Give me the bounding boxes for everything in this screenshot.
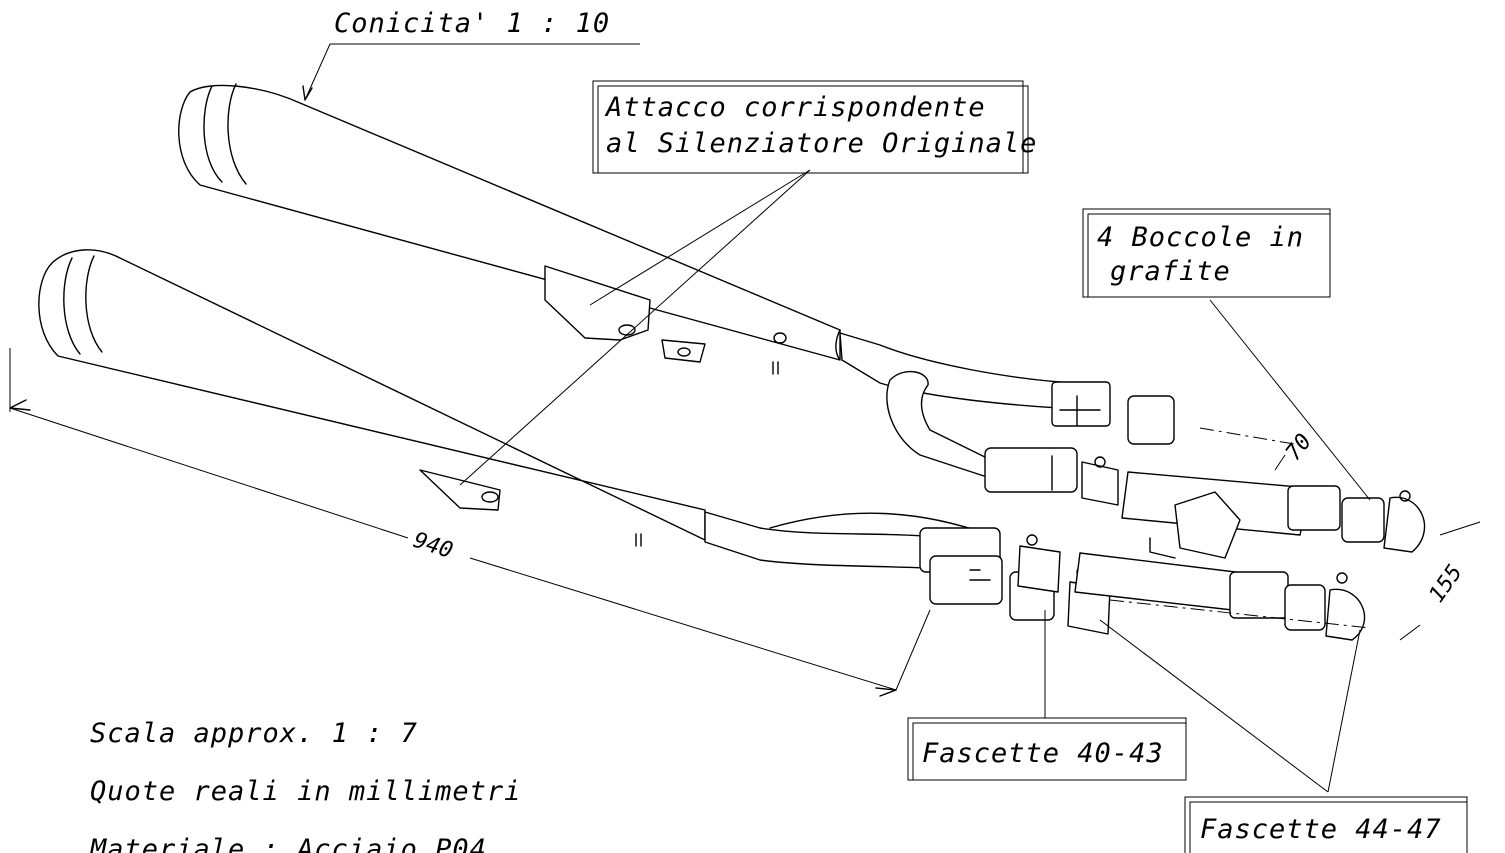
boccole-label-line2: grafite <box>1110 256 1231 287</box>
lower-silencer <box>38 249 1003 605</box>
dimension-155 <box>1399 521 1481 641</box>
dimension-940 <box>9 348 931 697</box>
fascette-b-label: Fascette 44-47 <box>1200 814 1442 845</box>
leader-lines <box>302 43 1371 793</box>
lower-connection-pipes <box>1009 534 1366 641</box>
material-note: Materiale : Acciaio P04 <box>89 834 487 853</box>
fascette-b-label-box <box>1184 796 1468 853</box>
boccole-label-line1: 4 Boccole in <box>1097 222 1304 253</box>
attacco-label-box <box>592 80 1029 174</box>
centre-lines <box>1109 427 1371 629</box>
fascette-a-label-box <box>907 717 1187 781</box>
fascette-a-label: Fascette 40-43 <box>922 738 1164 769</box>
units-note: Quote reali in millimetri <box>90 776 521 807</box>
attacco-label-line2: al Silenziatore Originale <box>606 128 1037 159</box>
dimension-155-value: 155 <box>1424 561 1467 608</box>
attacco-label-line1: Attacco corrispondente <box>604 92 986 123</box>
dimension-70 <box>1274 454 1286 471</box>
conicita-label: Conicita' 1 : 10 <box>334 8 610 39</box>
boccole-label-box <box>1082 208 1331 298</box>
dimension-70-value: 70 <box>1281 429 1317 465</box>
scale-note: Scala approx. 1 : 7 <box>90 718 418 749</box>
dimension-940-value: 940 <box>410 528 456 564</box>
upper-connection-pipes <box>984 447 1426 559</box>
